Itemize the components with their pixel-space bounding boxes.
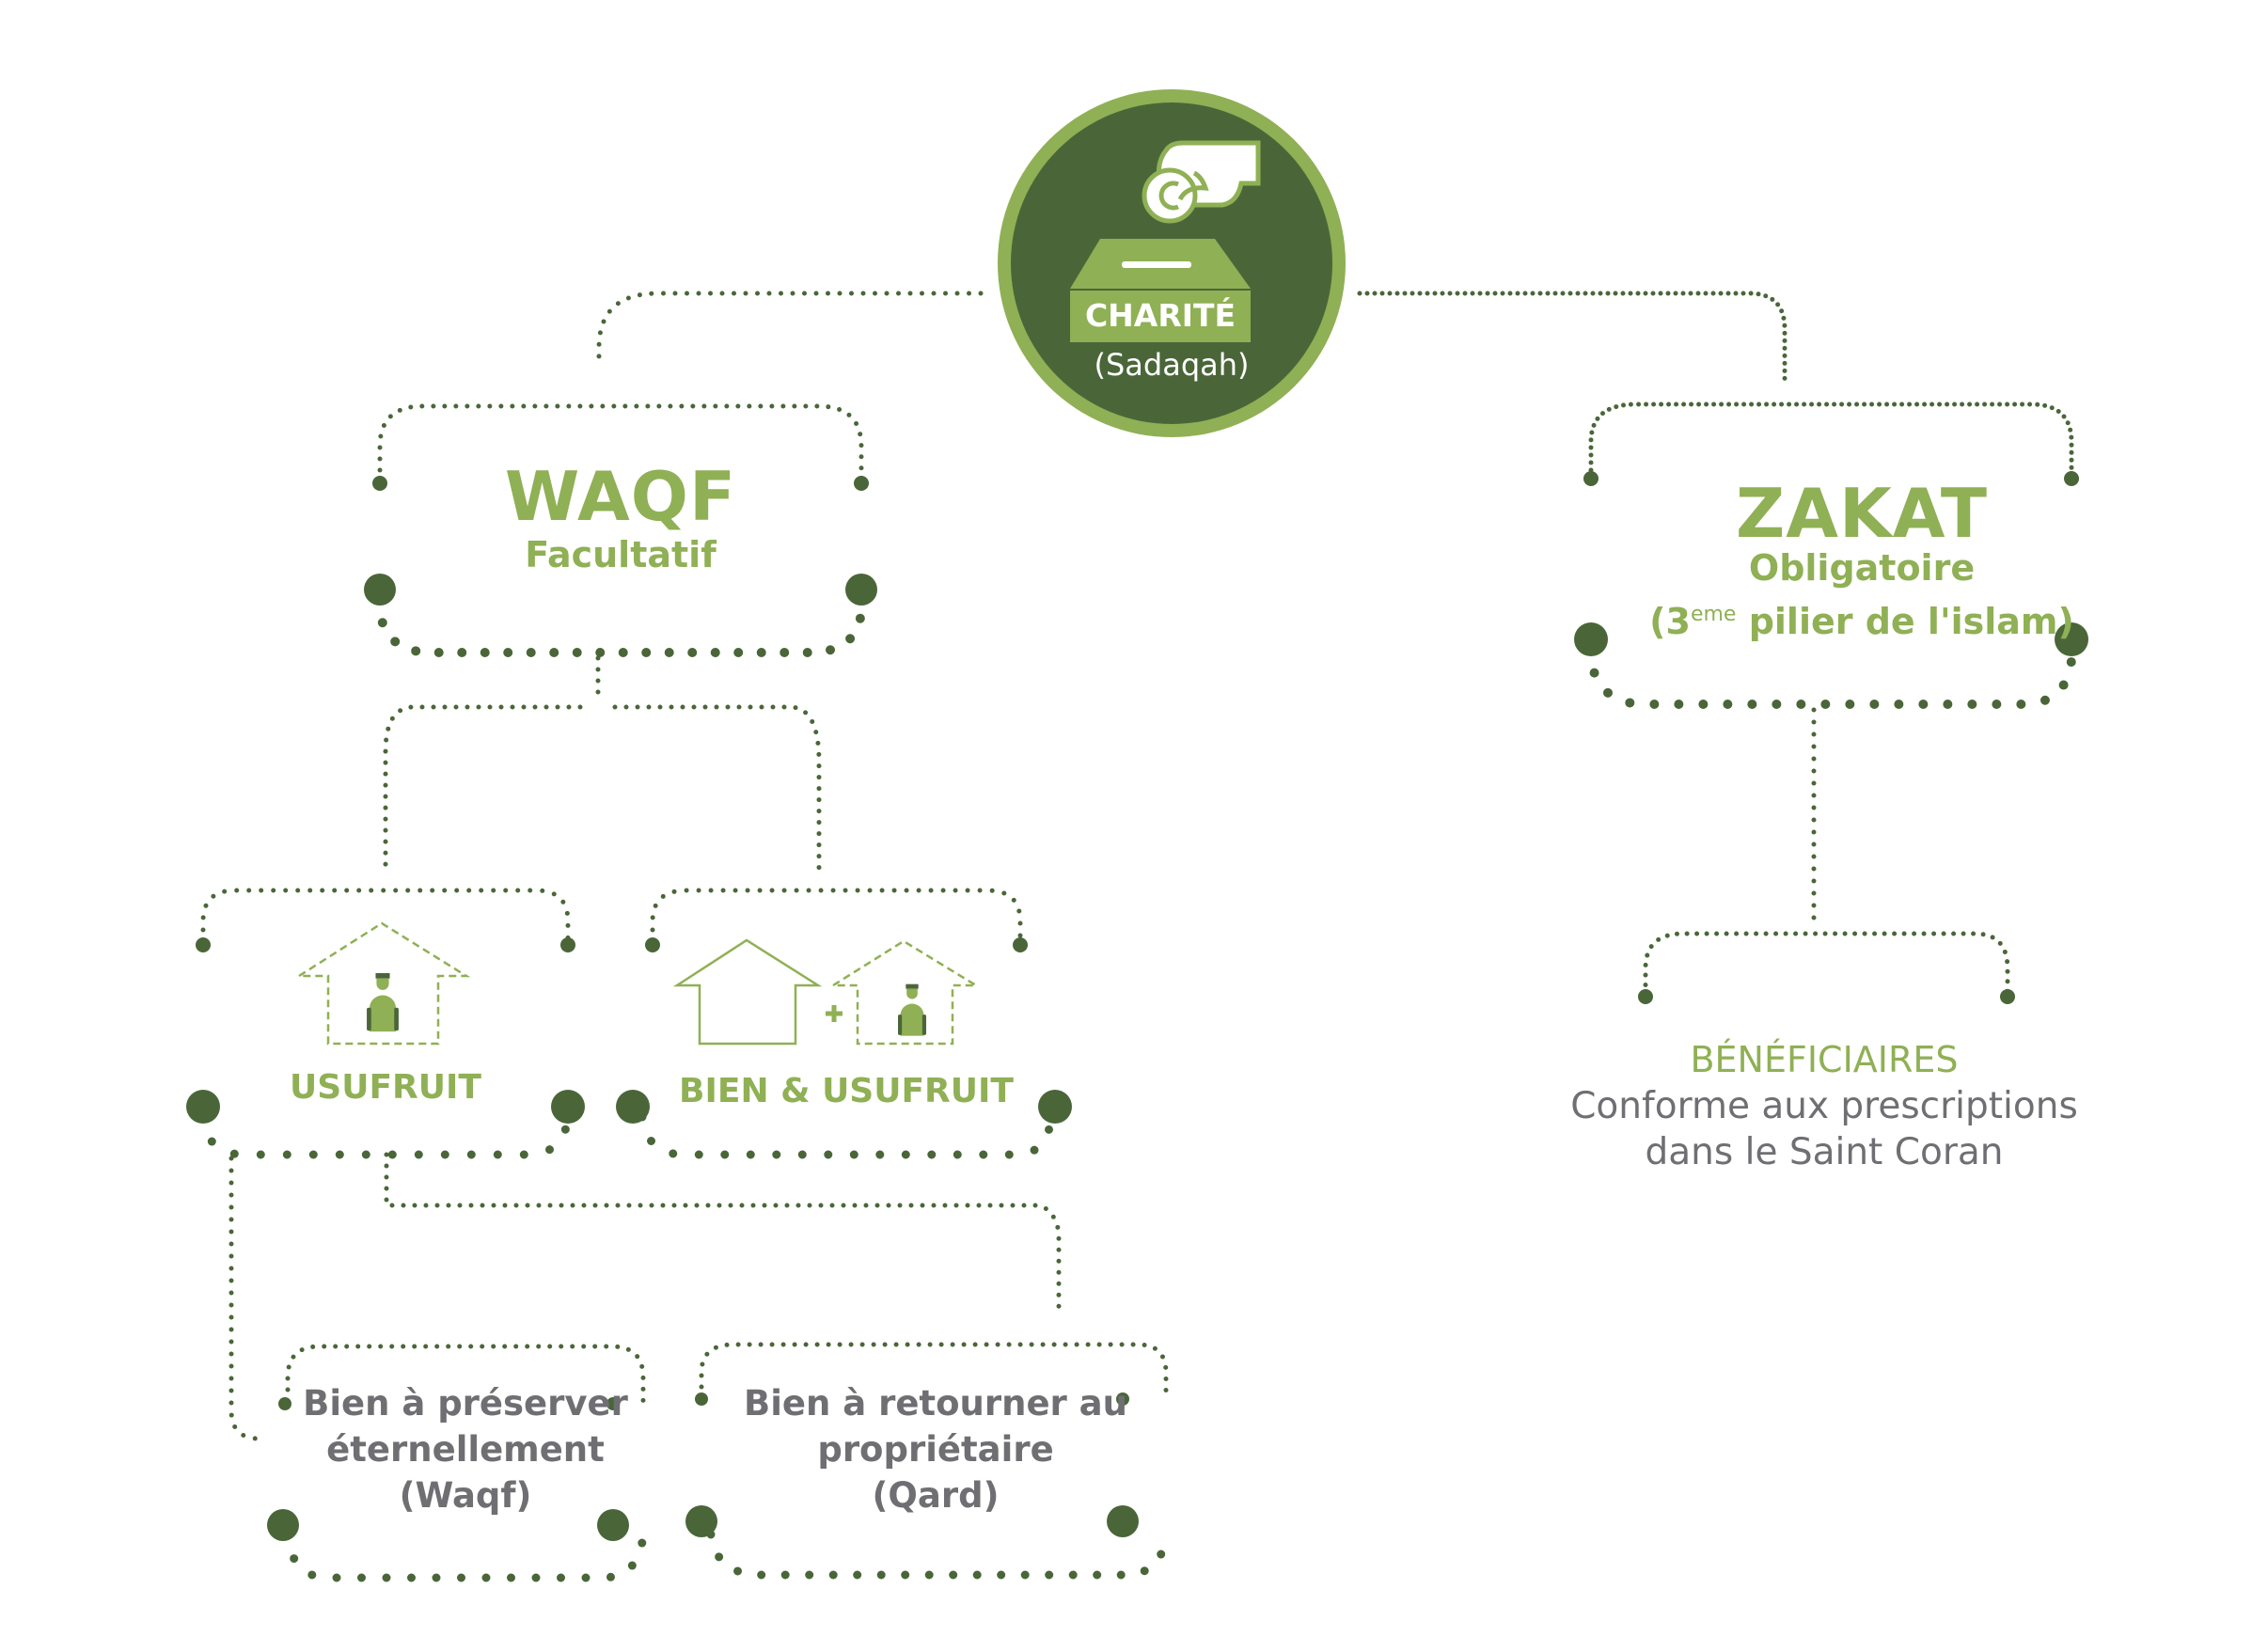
bien-usufruit-dot-small-left: [645, 937, 660, 952]
plus-icon: [826, 1005, 843, 1022]
bien-house-outline-icon: [672, 938, 823, 1046]
zakat-subtitle: Obligatoire: [1748, 547, 1976, 589]
root-box-label: CHARITÉ: [1084, 297, 1236, 334]
retour-line-2: propriétaire: [817, 1429, 1054, 1470]
waqf-frame-bottom: [375, 595, 866, 657]
usufruit-dot-large-left: [186, 1090, 220, 1124]
bien-usufruit-frame-bottom: [638, 1112, 1056, 1159]
beneficiaires-dot-left: [1638, 989, 1653, 1004]
retour-frame-bottom: [706, 1530, 1171, 1580]
bien-usufruit-house-dashed-icon: [828, 939, 981, 1046]
connector-usufruit-retour: [384, 1152, 1062, 1319]
waqf-dot-large-left: [364, 574, 396, 606]
preserve-line-3: (Waqf): [399, 1475, 532, 1516]
retour-dot-large-right: [1107, 1505, 1139, 1537]
waqf-dot-small-left: [372, 476, 387, 491]
root-charity-badge: [998, 89, 1346, 437]
preserve-line-2: éternellement: [326, 1429, 605, 1470]
zakat-dot-small-left: [1583, 471, 1599, 486]
waqf-title: WAQF: [504, 457, 737, 536]
preserve-dot-small-left: [278, 1397, 291, 1410]
usufruit-frame-top: [200, 888, 571, 945]
usufruit-dot-large-right: [551, 1090, 585, 1124]
beneficiaires-frame-top: [1643, 931, 2010, 998]
zakat-pillar-prefix: (3: [1649, 601, 1691, 642]
usufruit-person-icon: [367, 973, 399, 1032]
bien-usufruit-dot-large-right: [1038, 1090, 1072, 1124]
retour-text: Bien à retourner au propriétaire (Qard): [715, 1380, 1157, 1518]
preserve-line-1: Bien à préserver: [303, 1383, 628, 1424]
retour-dot-large-left: [685, 1505, 717, 1537]
retour-line-1: Bien à retourner au: [744, 1383, 1127, 1424]
usufruit-dot-small-right: [560, 937, 575, 952]
usufruit-label: USUFRUIT: [290, 1068, 481, 1107]
bien-usufruit-person-icon: [898, 983, 926, 1036]
usufruit-dot-small-left: [196, 937, 211, 952]
connector-waqf-right: [612, 704, 822, 873]
retour-line-3: (Qard): [872, 1475, 1000, 1516]
root-subtitle: (Sadaqah): [1094, 347, 1250, 383]
beneficiaires-title: BÉNÉFICIAIRES: [1690, 1039, 1959, 1080]
zakat-frame-bottom: [1586, 644, 2076, 709]
waqf-subtitle: Facultatif: [525, 534, 717, 575]
usufruit-house-icon: [294, 921, 471, 1046]
bien-usufruit-dot-large-left: [616, 1090, 650, 1124]
zakat-dot-small-right: [2064, 471, 2079, 486]
usufruit-frame-bottom: [198, 1112, 573, 1159]
preserve-frame-top: [285, 1344, 646, 1404]
beneficiaires-line-2: dans le Saint Coran: [1645, 1131, 2004, 1173]
connector-waqf-left: [383, 704, 583, 873]
preserve-dot-small-right: [606, 1397, 620, 1410]
preserve-dot-large-right: [597, 1509, 629, 1541]
hand-coin-icon: [1142, 140, 1261, 224]
bien-usufruit-label: BIEN & USUFRUIT: [679, 1072, 1014, 1110]
connector-root-zakat: [1357, 291, 1788, 384]
preserve-frame-bottom: [283, 1530, 648, 1582]
bien-usufruit-dot-small-right: [1013, 937, 1028, 952]
preserve-text: Bien à préserver éternellement (Waqf): [282, 1380, 649, 1518]
zakat-dot-large-right: [2055, 622, 2088, 656]
zakat-pillar-suffix: pilier de l'islam): [1736, 601, 2074, 642]
zakat-title: ZAKAT: [1736, 474, 1988, 553]
retour-dot-small-left: [695, 1392, 708, 1406]
beneficiaires-dot-right: [2000, 989, 2015, 1004]
beneficiaires-line-1: Conforme aux prescriptions: [1570, 1085, 2078, 1127]
retour-dot-small-right: [1116, 1392, 1129, 1406]
zakat-pillar-sup: eme: [1690, 603, 1737, 626]
beneficiaires-text: Conforme aux prescriptions dans le Saint…: [1504, 1083, 2144, 1175]
connector-usufruit-preserve: [228, 1156, 259, 1441]
preserve-dot-large-left: [267, 1509, 299, 1541]
connector-root-waqf: [596, 291, 984, 368]
waqf-dot-small-right: [854, 476, 869, 491]
zakat-frame-top: [1588, 401, 2074, 480]
donation-box-icon: [1070, 239, 1251, 342]
bien-usufruit-frame-top: [650, 888, 1023, 945]
waqf-dot-large-right: [845, 574, 877, 606]
zakat-dot-large-left: [1574, 622, 1608, 656]
zakat-pillar: (3eme pilier de l'islam): [1599, 592, 2125, 644]
